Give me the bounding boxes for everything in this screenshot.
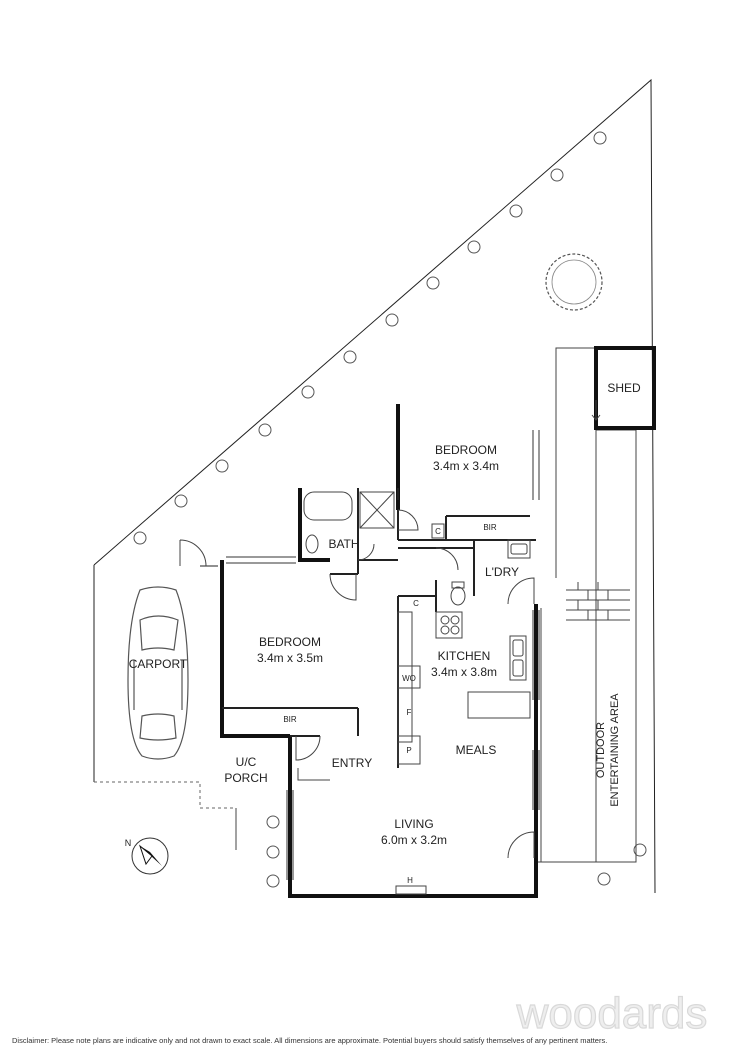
fridge-label: F — [407, 708, 412, 717]
kitchen-name: KITCHEN — [438, 649, 491, 663]
disclaimer-text: Disclaimer: Please note plans are indica… — [12, 1036, 608, 1045]
compass-icon — [131, 837, 169, 875]
kitchen-fixtures — [397, 611, 531, 765]
carport — [94, 539, 236, 809]
compass-north-label: N — [125, 838, 132, 848]
brick-feature — [566, 582, 630, 621]
laundry-label: L'DRY — [485, 565, 519, 579]
bir-label-bedroom2: BIR — [283, 715, 297, 724]
bath-fixtures — [303, 491, 395, 554]
large-tree — [545, 253, 603, 311]
wall-oven-label: WO — [402, 674, 416, 683]
shed-label: SHED — [607, 381, 641, 395]
living-name: LIVING — [394, 817, 433, 831]
cupboard-bedroom1 — [431, 523, 445, 539]
heater — [395, 885, 427, 895]
bedroom2-size: 3.4m x 3.5m — [257, 651, 323, 665]
pantry-label: P — [406, 746, 411, 755]
cupboard-label-kitchen: C — [413, 599, 419, 608]
brand-logo: woodards — [516, 989, 708, 1038]
bedroom1-name: BEDROOM — [435, 443, 497, 457]
bedroom2-name: BEDROOM — [259, 635, 321, 649]
site-boundary — [93, 78, 656, 894]
doors — [295, 509, 535, 859]
carport-label: CARPORT — [129, 657, 188, 671]
bedroom1-size: 3.4m x 3.4m — [433, 459, 499, 473]
bath-label: BATH — [328, 537, 359, 551]
shed — [594, 346, 656, 430]
windows — [226, 430, 540, 880]
porch-label-line2: PORCH — [224, 771, 267, 785]
shed-door — [591, 400, 601, 421]
outdoor-label-line2: ENTERTAINING AREA — [609, 693, 621, 807]
car-icon — [127, 586, 189, 760]
meals-label: MEALS — [456, 743, 497, 757]
boundary-trees — [133, 131, 647, 888]
entry-label: ENTRY — [332, 756, 372, 770]
outdoor-label-line1: OUTDOOR — [595, 722, 607, 778]
kitchen-size: 3.4m x 3.8m — [431, 665, 497, 679]
bir-label-bedroom1: BIR — [483, 523, 497, 532]
outdoor-area-outline — [536, 429, 637, 863]
laundry-fixtures — [450, 539, 531, 606]
porch-label-line1: U/C — [236, 755, 257, 769]
cupboard-label-bedroom: C — [435, 527, 441, 536]
living-size: 6.0m x 3.2m — [381, 833, 447, 847]
heater-label: H — [407, 876, 413, 885]
outdoor-area-top — [555, 347, 596, 578]
